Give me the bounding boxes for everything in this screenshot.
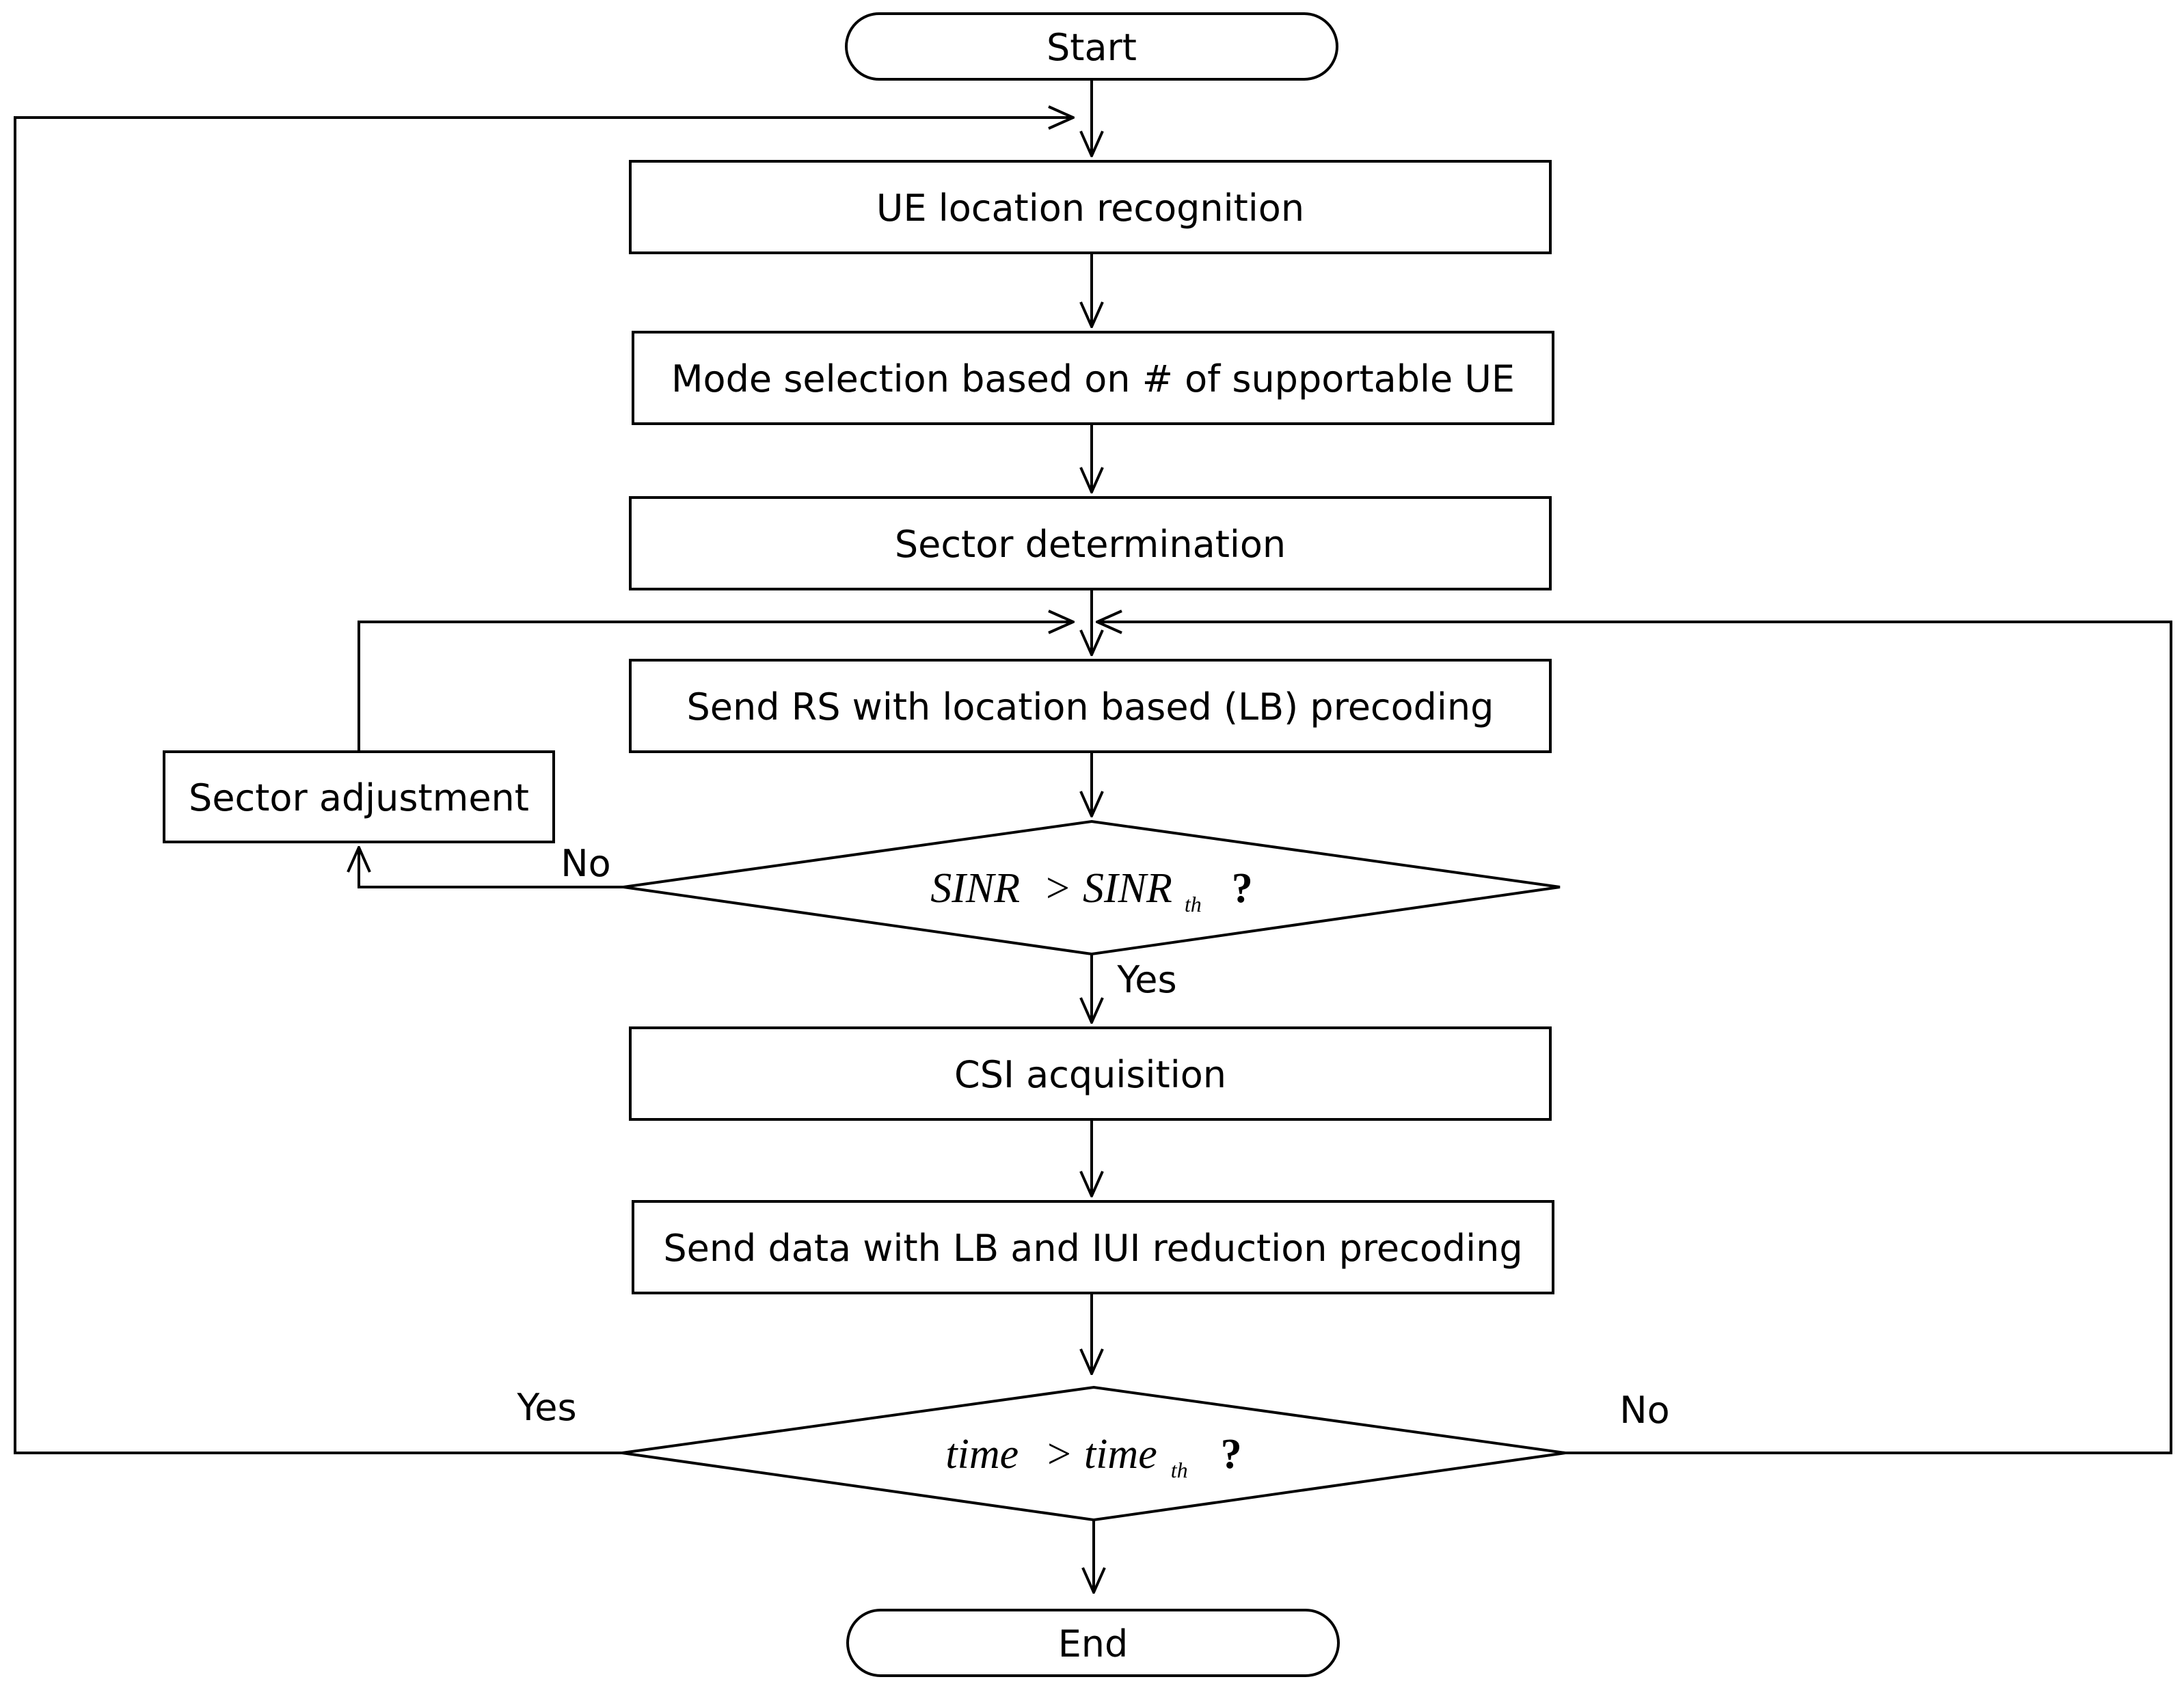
time-yes-label: Yes bbox=[516, 1386, 576, 1429]
sinr-operator: > bbox=[1043, 865, 1072, 912]
start-node: Start bbox=[845, 12, 1338, 81]
time-lhs: time bbox=[945, 1431, 1019, 1478]
arrow-sector-adjustment-to-send-rs bbox=[358, 622, 1073, 752]
end-node: End bbox=[846, 1609, 1340, 1677]
sinr-yes-label: Yes bbox=[1116, 958, 1176, 1001]
send-rs-box: Send RS with location based (LB) precodi… bbox=[629, 659, 1552, 753]
time-decision: time > time th ? bbox=[621, 1385, 1566, 1522]
send-data-box: Send data with LB and IUI reduction prec… bbox=[632, 1200, 1554, 1294]
sinr-question-mark: ? bbox=[1232, 865, 1253, 912]
send-data-label: Send data with LB and IUI reduction prec… bbox=[663, 1227, 1522, 1270]
sinr-condition: SINR > SINR th ? bbox=[930, 865, 1252, 916]
time-no-label: No bbox=[1619, 1389, 1669, 1432]
sinr-no-label: No bbox=[561, 842, 610, 885]
mode-selection-box: Mode selection based on # of supportable… bbox=[632, 331, 1554, 425]
csi-acquisition-box: CSI acquisition bbox=[629, 1026, 1552, 1121]
arrow-sinr-no-to-sector-adjustment bbox=[359, 847, 623, 888]
end-label: End bbox=[1058, 1622, 1129, 1665]
arrow-time-yes-to-ue-location bbox=[14, 118, 1073, 1454]
time-rhs: time bbox=[1084, 1431, 1157, 1478]
time-condition: time > time th ? bbox=[945, 1431, 1241, 1482]
time-question-mark: ? bbox=[1221, 1431, 1242, 1478]
sector-determination-box: Sector determination bbox=[629, 496, 1552, 590]
sector-determination-label: Sector determination bbox=[895, 523, 1286, 566]
ue-location-recognition-box: UE location recognition bbox=[629, 160, 1552, 254]
start-label: Start bbox=[1047, 26, 1137, 69]
sinr-decision: SINR > SINR th ? bbox=[623, 819, 1561, 956]
arrow-time-no-to-send-rs bbox=[1097, 622, 2172, 1454]
sinr-rhs: SINR bbox=[1083, 865, 1172, 912]
time-operator: > bbox=[1044, 1431, 1073, 1478]
sinr-lhs: SINR bbox=[930, 865, 1020, 912]
csi-acquisition-label: CSI acquisition bbox=[954, 1053, 1226, 1096]
time-rhs-subscript: th bbox=[1171, 1458, 1188, 1482]
ue-location-recognition-label: UE location recognition bbox=[876, 187, 1304, 230]
mode-selection-label: Mode selection based on # of supportable… bbox=[671, 357, 1515, 400]
sinr-rhs-subscript: th bbox=[1185, 892, 1202, 916]
sector-adjustment-box: Sector adjustment bbox=[163, 750, 555, 843]
send-rs-label: Send RS with location based (LB) precodi… bbox=[687, 685, 1494, 729]
sector-adjustment-label: Sector adjustment bbox=[189, 776, 529, 819]
